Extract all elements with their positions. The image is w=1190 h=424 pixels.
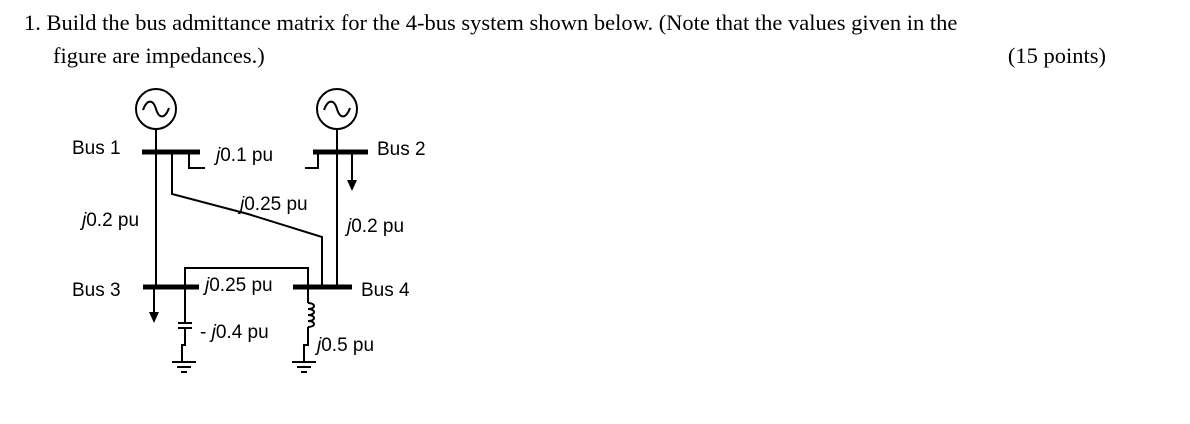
bus-3-label: Bus 3 bbox=[72, 280, 121, 301]
line-1-4 bbox=[171, 152, 323, 287]
line-3-4 bbox=[184, 267, 309, 287]
question-line-2-text: figure are impedances.) bbox=[53, 43, 265, 68]
question-text: 1. Build the bus admittance matrix for t… bbox=[24, 6, 1106, 72]
load-arrow-bus-3-icon bbox=[149, 287, 159, 323]
imaginary-unit: j bbox=[209, 322, 217, 343]
generator-1-icon bbox=[135, 88, 177, 152]
impedance-1-3-label: j0.2 pu bbox=[79, 210, 139, 231]
points-label: (15 points) bbox=[1007, 43, 1106, 68]
imaginary-unit: j bbox=[79, 210, 87, 231]
capacitor-icon bbox=[178, 287, 192, 362]
impedance-1-4-label: j0.25 pu bbox=[237, 194, 308, 215]
inductor-impedance-label: j0.5 pu bbox=[314, 335, 374, 356]
line-1-2 bbox=[188, 152, 319, 169]
imaginary-unit: j bbox=[213, 145, 221, 166]
inductor-icon bbox=[303, 287, 315, 362]
imaginary-unit: j bbox=[344, 216, 352, 237]
imaginary-unit: j bbox=[314, 335, 322, 356]
question-line-1: 1. Build the bus admittance matrix for t… bbox=[24, 10, 958, 35]
bus-1-label: Bus 1 bbox=[72, 138, 121, 159]
load-arrow-bus-2-icon bbox=[347, 152, 357, 191]
capacitor-impedance-label: - j0.4 pu bbox=[200, 322, 269, 343]
impedance-1-2-label: j0.1 pu bbox=[213, 145, 273, 166]
bus-4-label: Bus 4 bbox=[361, 280, 410, 301]
ground-icon bbox=[172, 361, 196, 373]
question-line-2: figure are impedances.) (15 points) bbox=[24, 39, 1106, 72]
imaginary-unit: j bbox=[202, 275, 210, 296]
imaginary-unit: j bbox=[237, 194, 245, 215]
generator-2-icon bbox=[316, 88, 358, 152]
ground-icon bbox=[292, 361, 316, 373]
impedance-3-4-label: j0.25 pu bbox=[202, 275, 273, 296]
bus-2-label: Bus 2 bbox=[377, 139, 426, 160]
impedance-2-4-label: j0.2 pu bbox=[344, 216, 404, 237]
